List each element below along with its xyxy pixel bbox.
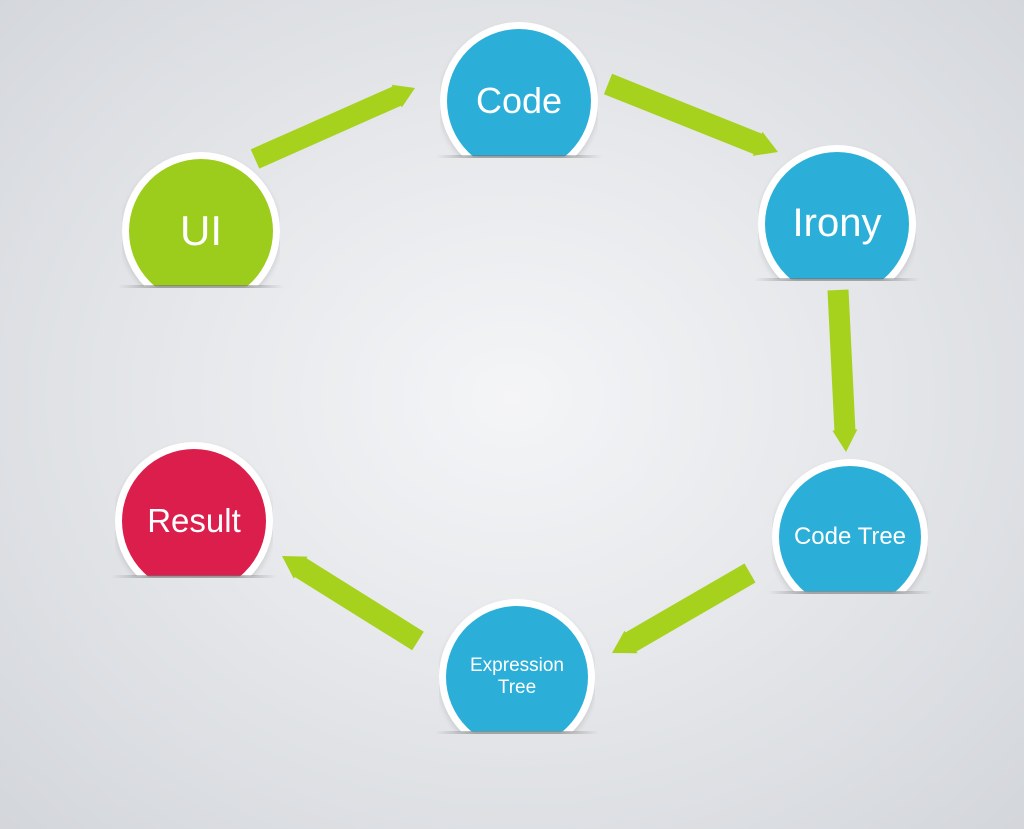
node-disc-code-tree: Code Tree	[779, 466, 921, 592]
node-label-result: Result	[147, 501, 241, 539]
node-base-irony	[754, 278, 920, 281]
node-irony: Irony	[758, 145, 916, 280]
node-base-expression-tree	[435, 731, 599, 734]
node-label-code-tree: Code Tree	[793, 522, 907, 550]
arrow-code-to-irony	[603, 73, 778, 156]
node-label-ui: UI	[180, 207, 222, 255]
node-base-ui	[118, 285, 284, 288]
node-label-code: Code	[475, 79, 563, 121]
node-ui: UI	[122, 152, 280, 287]
node-label-expression-tree: Expression Tree	[470, 654, 564, 698]
node-expression-tree: Expression Tree	[439, 599, 595, 732]
arrow-expression-tree-to-result	[282, 556, 424, 651]
arrow-code-tree-to-expression-tree	[612, 563, 756, 654]
node-disc-code: Code	[447, 29, 591, 157]
node-disc-ui: UI	[129, 159, 273, 287]
arrow-ui-to-code	[250, 84, 415, 169]
node-code: Code	[440, 22, 598, 157]
node-label-irony: Irony	[792, 201, 882, 246]
node-disc-result: Result	[122, 449, 266, 577]
node-base-code-tree	[768, 591, 932, 594]
node-disc-expression-tree: Expression Tree	[446, 606, 588, 732]
node-disc-irony: Irony	[765, 152, 909, 280]
node-base-result	[111, 575, 277, 578]
node-result: Result	[115, 442, 273, 577]
node-base-code	[436, 155, 602, 158]
arrow-irony-to-code-tree	[827, 289, 858, 452]
node-code-tree: Code Tree	[772, 459, 928, 592]
